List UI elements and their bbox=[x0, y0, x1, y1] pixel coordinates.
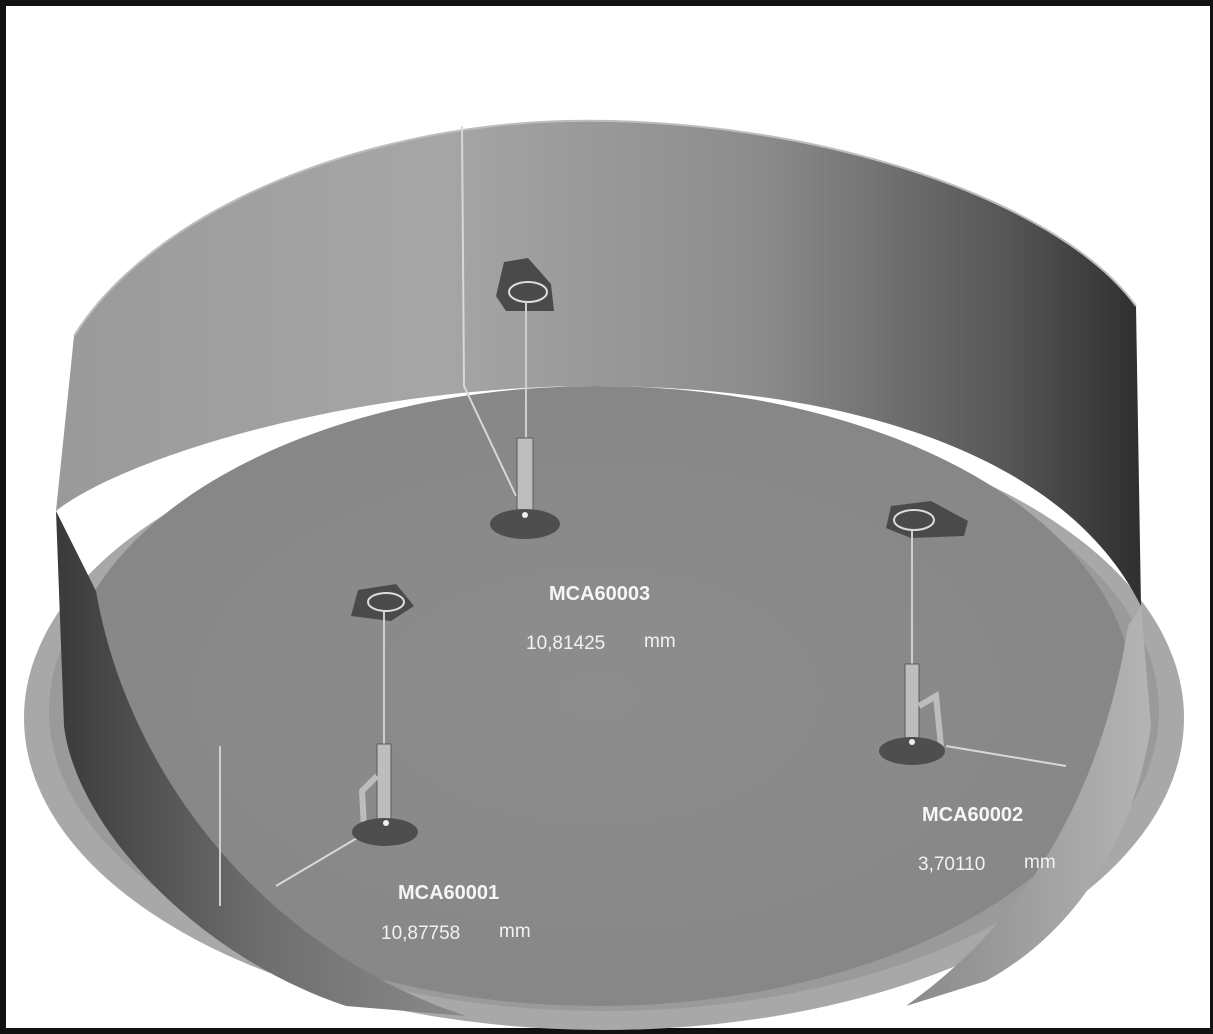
sensor-value-mca60003: 10,81425 bbox=[526, 633, 605, 654]
sensor-unit-mca60003: mm bbox=[644, 631, 676, 652]
tank-floor bbox=[63, 386, 1133, 1006]
tank-wall-front-left bbox=[56, 511, 466, 1016]
sensor-value-mca60001: 10,87758 bbox=[381, 923, 460, 944]
sensor-arm bbox=[917, 691, 944, 747]
sensor-mca60003 bbox=[490, 258, 560, 539]
cable-mca60002 bbox=[945, 745, 1067, 767]
sensor-unit-mca60001: mm bbox=[499, 921, 531, 942]
sensor-base-dot bbox=[383, 820, 389, 826]
cable-mca60003 bbox=[461, 125, 517, 497]
tank-wall-front-right bbox=[906, 606, 1151, 1006]
sensor-value-mca60002: 3,70110 bbox=[918, 854, 985, 875]
sensor-id-mca60001: MCA60001 bbox=[398, 882, 499, 904]
sensor-base-dot bbox=[522, 512, 528, 518]
sensor-unit-mca60002: mm bbox=[1024, 852, 1056, 873]
sensor-arm bbox=[358, 773, 380, 829]
target-bracket bbox=[496, 258, 554, 311]
sensor-base-dot bbox=[909, 739, 915, 745]
tank-wall-rim-edge bbox=[73, 119, 1137, 337]
tank-3d-view: MCA60003 10,81425 mm MCA60002 3,70110 mm… bbox=[24, 119, 1184, 1030]
target-bracket bbox=[351, 584, 414, 621]
sensor-base bbox=[490, 509, 560, 539]
sensor-mca60001 bbox=[351, 584, 418, 846]
target-ring bbox=[893, 509, 935, 531]
sensor-base bbox=[352, 818, 418, 846]
sensor-body bbox=[516, 437, 534, 517]
sensor-body bbox=[904, 663, 920, 745]
tank-wall-back bbox=[56, 120, 1141, 607]
target-ring bbox=[367, 592, 405, 612]
target-ring bbox=[508, 281, 548, 303]
sensor-id-mca60002: MCA60002 bbox=[922, 804, 1023, 826]
sensor-mca60002 bbox=[879, 501, 968, 765]
sensor-body bbox=[376, 743, 392, 827]
sensor-id-mca60003: MCA60003 bbox=[549, 583, 650, 605]
sensor-base bbox=[879, 737, 945, 765]
